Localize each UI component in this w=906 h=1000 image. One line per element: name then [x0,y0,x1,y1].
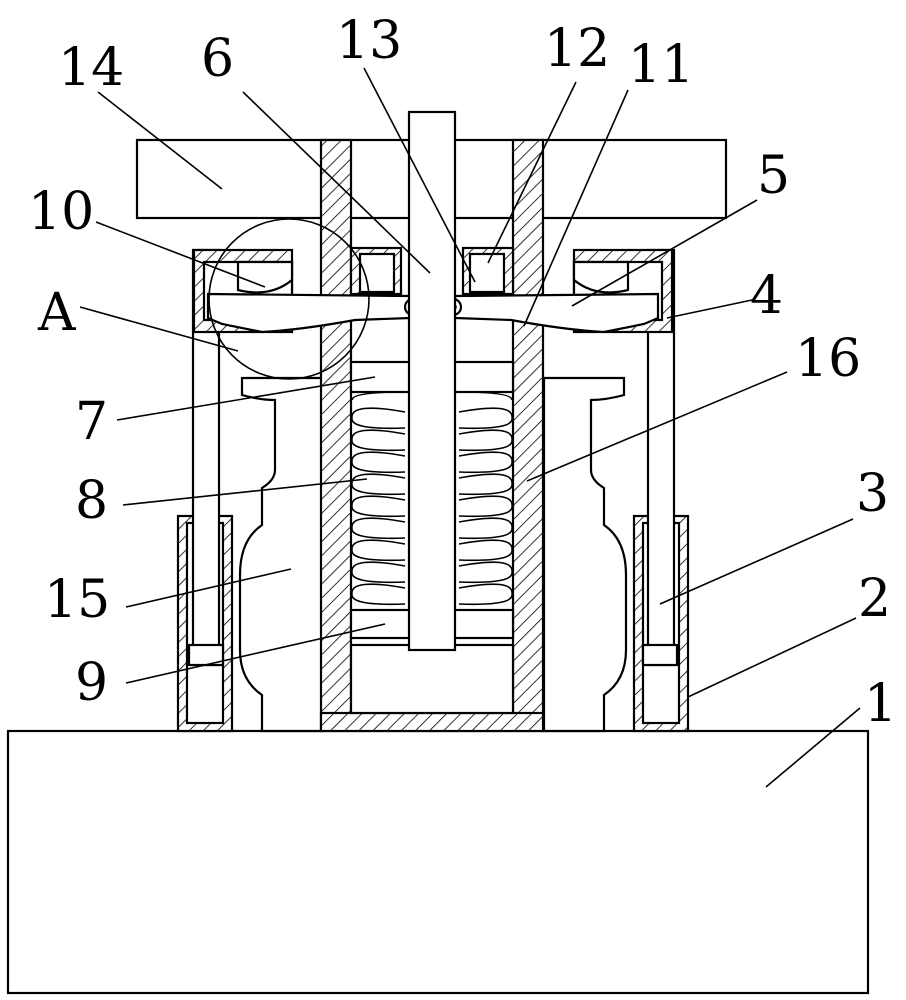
leader-10 [95,221,266,288]
housing-bottom [319,711,545,733]
housing-left-wall [319,138,353,732]
label-14: 14 [58,38,124,98]
leader-9 [125,623,386,684]
label-6: 6 [201,29,234,89]
leader-14 [97,91,223,190]
leader-4 [666,299,753,319]
right-lever-arm [448,292,660,334]
right-bearing-inner [468,252,506,294]
label-2: 2 [858,569,891,629]
housing-cavity [349,643,515,715]
leader-3 [659,518,854,605]
leader-7 [116,376,376,421]
housing-right-wall [511,138,545,732]
label-a: A [37,283,77,343]
label-7: 7 [75,392,108,452]
right-rod-foot [641,643,679,667]
leader-1 [765,707,861,788]
central-shaft [407,110,457,652]
right-cam [572,260,630,294]
leader-8 [122,478,368,506]
left-lever-arm [206,292,418,334]
leader-11 [523,89,629,327]
left-cam [236,260,294,294]
leader-13 [363,67,476,283]
left-bearing-inner [358,252,396,294]
label-4: 4 [750,266,783,326]
label-9: 9 [75,653,108,713]
detail-a-circle [208,218,370,380]
leader-16 [526,371,788,482]
leader-5 [571,199,758,307]
leader-6 [242,91,431,274]
leader-a [79,306,239,352]
label-15: 15 [44,570,110,630]
label-16: 16 [795,329,861,389]
label-1: 1 [864,674,897,734]
label-3: 3 [856,464,889,524]
leader-2 [687,617,857,698]
label-12: 12 [544,19,610,79]
label-10: 10 [28,182,94,242]
label-11: 11 [628,35,694,95]
leader-12 [487,81,577,264]
label-13: 13 [336,11,402,71]
right-clamp-body [542,376,628,733]
base-block [6,729,870,995]
label-8: 8 [75,471,108,531]
leader-15 [125,568,292,608]
label-5: 5 [757,146,790,206]
left-clamp-body [238,376,324,733]
